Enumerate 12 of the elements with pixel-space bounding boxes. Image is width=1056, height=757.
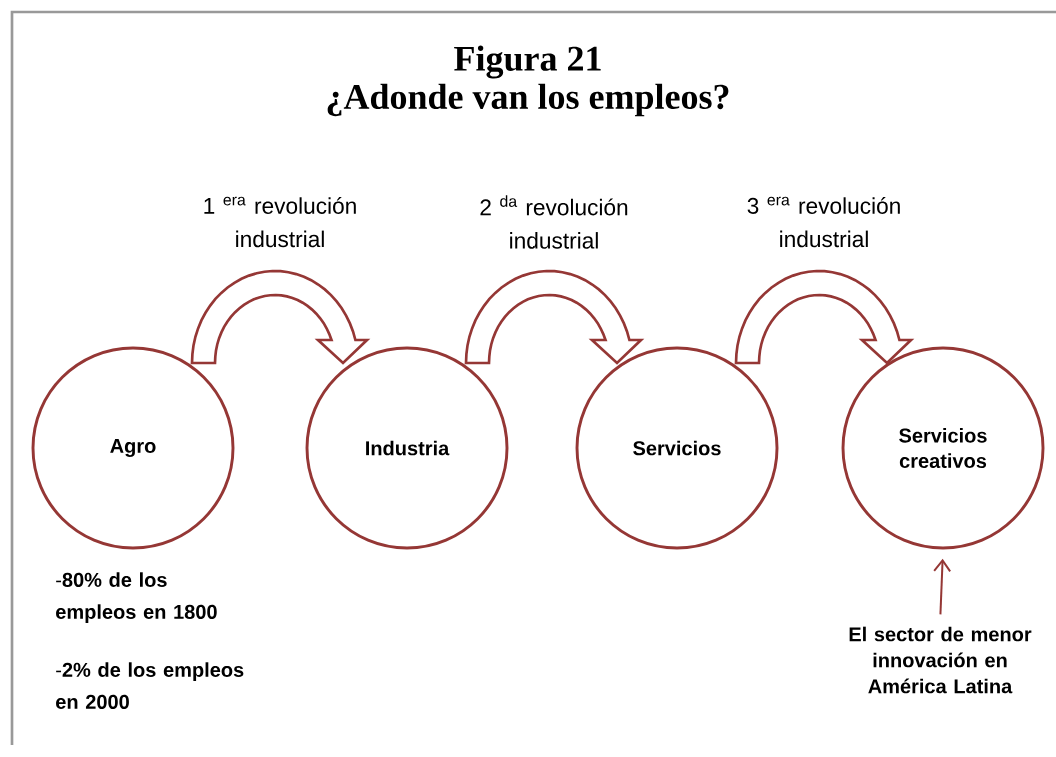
curved-block-arrow: [464, 269, 645, 365]
edge-label: 3 $^{era}$ revolución industrial: [747, 196, 900, 248]
note: El sector de menor innovación en América Latina: [849, 626, 1032, 694]
title: Figura 21: [454, 45, 601, 79]
curved-block-arrow: [190, 269, 371, 365]
subtitle: ¿Adonde van los empleos?: [327, 83, 729, 117]
note: -2% de los empleos en 2000: [56, 662, 244, 709]
curved-block-arrow: [734, 269, 915, 365]
edge-label: 2 $^{da}$ revolución industrial: [480, 195, 628, 249]
edge-label: 1 $^{era}$ revolución industrial: [204, 196, 356, 248]
note: -80% de los empleos en 1800: [56, 572, 217, 623]
arrow: [933, 558, 952, 616]
